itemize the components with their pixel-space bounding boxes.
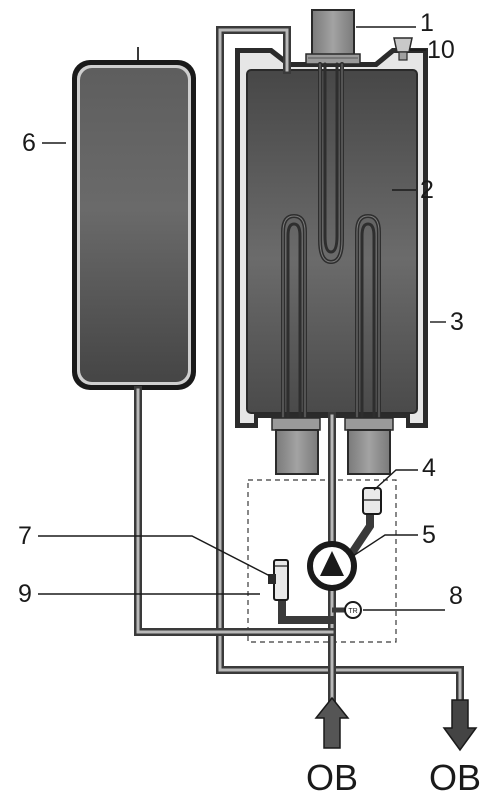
leader-lines [38, 26, 446, 611]
inlet-arrow [314, 696, 350, 749]
label-1: 1 [420, 9, 434, 37]
expansion-tank [72, 47, 196, 390]
outlet-label-right: OB [429, 757, 481, 798]
outlet-arrow [442, 699, 478, 752]
lower-right-heating-element [355, 213, 381, 420]
outlet-label-left: OB [306, 757, 358, 798]
label-6: 6 [22, 129, 36, 157]
lower-left-flange [271, 417, 321, 475]
label-7: 7 [18, 522, 32, 550]
piping [134, 26, 464, 704]
lower-right-flange [344, 417, 394, 475]
top-heater-flange [305, 9, 361, 65]
label-3: 3 [450, 308, 464, 336]
circulation-pump [307, 541, 357, 591]
label-5: 5 [422, 521, 436, 549]
heating-vessel [246, 69, 418, 414]
pressure-sensor: TR [344, 601, 362, 619]
sensor-label: TR [348, 608, 357, 615]
label-10: 10 [427, 36, 455, 64]
pump-air-vent [362, 487, 382, 515]
label-4: 4 [422, 454, 436, 482]
label-8: 8 [449, 582, 463, 610]
label-2: 2 [420, 176, 434, 204]
safety-valve [268, 559, 289, 601]
top-heating-element [318, 62, 344, 265]
top-air-vent [393, 37, 413, 61]
labels: 1 10 2 3 4 5 6 7 8 9 [18, 9, 464, 610]
label-9: 9 [18, 580, 32, 608]
lower-left-heating-element [281, 213, 307, 420]
pump-module-outline [247, 479, 397, 643]
